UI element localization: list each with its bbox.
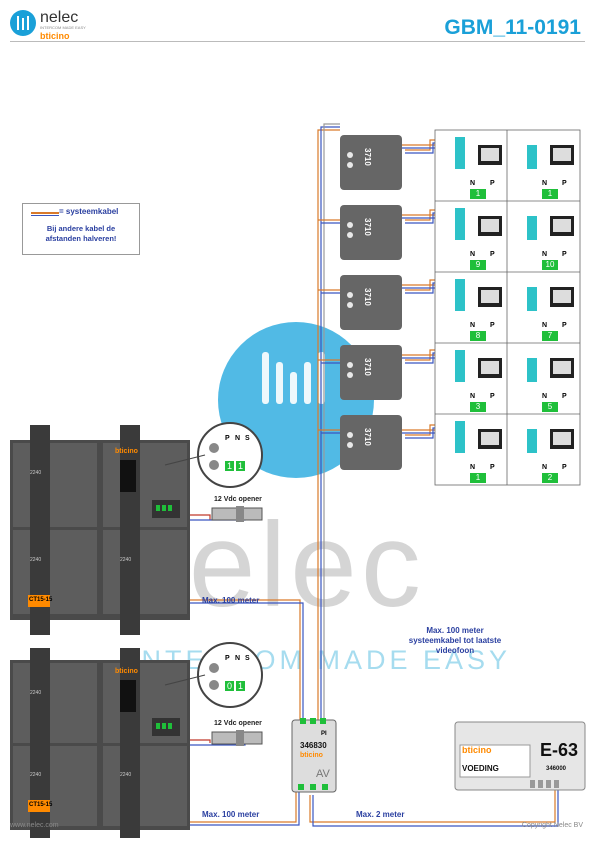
panel1-label: CT15-15 [29, 597, 53, 603]
av-brand: bticino [300, 752, 323, 759]
panel1-module-code-2: 2240 [30, 557, 42, 563]
distribution-note: Max. 100 meter systeemkabel tot laatste … [408, 626, 502, 655]
psu-model: E-63 [540, 740, 579, 760]
legend-cable-label: = systeemkabel [59, 207, 119, 216]
monitor-np-r2-right: N P 10 [542, 251, 567, 270]
psu-brand: bticino [462, 745, 492, 755]
av-label: AV [316, 768, 330, 780]
psu-distance: Max. 2 meter [356, 810, 405, 819]
monitor-np-r1-right: N P 1 [542, 180, 567, 199]
footer-url[interactable]: www.nelec.com [10, 822, 59, 829]
monitor-np-r4-right: N P 5 [542, 393, 567, 412]
av-terminal-label: PI [321, 731, 327, 737]
brand-name: nelec [40, 9, 79, 26]
panel1-distance: Max. 100 meter [202, 596, 260, 605]
brand-tagline: INTERCOM MADE EASY [40, 25, 86, 30]
distributor-code-1: 3710 [363, 148, 372, 166]
distributor-code-4: 3710 [363, 358, 372, 376]
psu-name: VOEDING [462, 764, 499, 773]
panel1-module-code-1: 2240 [30, 470, 42, 476]
monitor-number: 3 [470, 402, 486, 412]
monitor-np-r2-left: N P 9 [470, 251, 495, 270]
panel2-distance: Max. 100 meter [202, 810, 260, 819]
monitor-np-r3-right: N P 7 [542, 322, 567, 341]
monitor-np-r4-left: N P 3 [470, 393, 495, 412]
psu-code: 346000 [546, 766, 567, 772]
legend-note: Bij andere kabel de afstanden halveren! [45, 224, 117, 243]
monitor-np-r3-left: N P 8 [470, 322, 495, 341]
monitor-np-r5-right: N P 2 [542, 464, 567, 483]
monitor-number: 5 [542, 402, 558, 412]
monitor-np-r1-left: N P 1 [470, 180, 495, 199]
header-divider [10, 41, 585, 42]
monitor-np-r5-left: N P 1 [470, 464, 495, 483]
monitor-number: 1 [542, 189, 558, 199]
legend-cable-swatch [31, 212, 59, 214]
panel2-module-code-3: 2240 [120, 772, 132, 778]
panel2-module-code-1: 2240 [30, 690, 42, 696]
monitor-r1l [455, 137, 502, 169]
monitor-number: 2 [542, 473, 558, 483]
av-code: 346830 [300, 741, 327, 750]
distributor-code-3: 3710 [363, 288, 372, 306]
monitor-number: 8 [470, 331, 486, 341]
legend-box: = systeemkabel Bij andere kabel de afsta… [22, 203, 140, 255]
panel2-door-label: 12 Vdc opener [214, 720, 262, 727]
monitor-number: 1 [470, 473, 486, 483]
panel1-module-code-3: 2240 [120, 557, 132, 563]
footer-copyright: Copyright Nelec BV [521, 822, 583, 829]
monitor-number: 7 [542, 331, 558, 341]
monitor-r1r [527, 145, 574, 169]
panel1-brand: bticino [115, 448, 138, 455]
distributor-code-5: 3710 [363, 428, 372, 446]
panel2-brand: bticino [115, 668, 138, 675]
monitor-number: 1 [470, 189, 486, 199]
monitor-number: 10 [542, 260, 558, 270]
panel1-door-label: 12 Vdc opener [214, 496, 262, 503]
distributor-code-2: 3710 [363, 218, 372, 236]
monitor-number: 9 [470, 260, 486, 270]
panel2-module-code-2: 2240 [30, 772, 42, 778]
brand-sub: bticino [40, 31, 70, 41]
doc-code: GBM_11-0191 [444, 16, 581, 39]
brand-logo-icon [10, 10, 36, 36]
panel2-label: CT15-15 [29, 802, 53, 808]
